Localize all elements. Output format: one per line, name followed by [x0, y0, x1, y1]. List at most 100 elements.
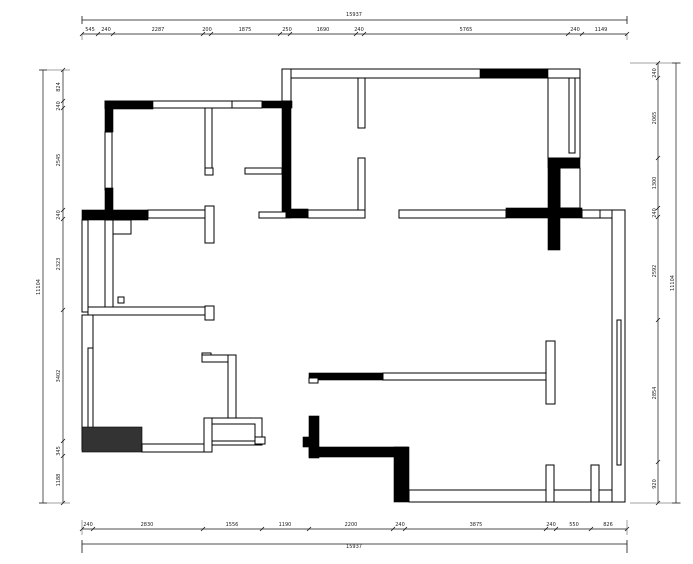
wall [141, 443, 213, 453]
dim-tick [60, 207, 66, 213]
wall-solid [81, 209, 149, 221]
extension-lines [40, 34, 681, 535]
right-total-label: 11104 [670, 275, 676, 291]
right-seg-label: 1300 [652, 177, 658, 190]
wall [599, 209, 613, 219]
left-total-label: 11104 [36, 279, 42, 295]
dim-tick [90, 526, 96, 532]
dim-tick [655, 214, 661, 220]
dim-tick [390, 526, 396, 532]
wall-solid [505, 207, 583, 219]
wall [382, 372, 547, 381]
wall [308, 377, 319, 384]
wall-solid [104, 187, 114, 213]
bottom-seg-label: 550 [569, 522, 579, 528]
dim-tick [655, 75, 661, 81]
wall [568, 77, 576, 154]
left-seg-label: 824 [56, 82, 62, 92]
bottom-seg-label: 3875 [470, 522, 483, 528]
dim-tick [277, 31, 283, 37]
wall [204, 205, 215, 244]
right-seg-label: 2854 [652, 387, 658, 400]
dim-tick [655, 205, 661, 211]
wall [258, 211, 287, 219]
left-dimension-chain: 11104 824 240 2545 240 2323 3402 345 118… [36, 67, 66, 506]
dim-tick [353, 31, 359, 37]
dim-tick [287, 31, 293, 37]
wall [590, 464, 600, 503]
wall [254, 436, 266, 445]
top-seg-label: 240 [101, 27, 111, 33]
wall [357, 157, 366, 211]
wall-solid [547, 157, 561, 251]
dim-tick [361, 31, 367, 37]
dim-tick [655, 317, 661, 323]
bottom-seg-label: 1190 [279, 522, 292, 528]
wall [87, 347, 94, 429]
top-seg-label: 240 [354, 27, 364, 33]
bottom-seg-label: 240 [83, 522, 93, 528]
left-seg-label: 345 [56, 446, 62, 456]
bottom-seg-label: 2200 [345, 522, 358, 528]
wall [408, 489, 547, 503]
wall [553, 489, 593, 503]
left-seg-label: 2545 [56, 154, 62, 167]
top-dimension-chain: 15937 545 240 2287 200 1875 250 1690 240… [79, 12, 630, 37]
bottom-seg-label: 826 [603, 522, 613, 528]
top-total-label: 15937 [346, 12, 362, 18]
wall-solid [285, 208, 309, 219]
dim-tick [60, 453, 66, 459]
dim-tick [565, 31, 571, 37]
dim-tick [60, 307, 66, 313]
wall-solid [308, 446, 409, 458]
right-seg-label: 240 [652, 208, 658, 218]
left-seg-label: 240 [56, 210, 62, 220]
wall [87, 306, 215, 316]
wall-solid [393, 446, 410, 503]
bottom-seg-label: 240 [546, 522, 556, 528]
wall [244, 167, 283, 175]
bottom-total-label: 15937 [346, 544, 362, 550]
top-seg-label: 1875 [239, 27, 252, 33]
left-seg-label: 240 [56, 101, 62, 111]
dim-tick [60, 438, 66, 444]
wall [204, 305, 215, 321]
wall [117, 296, 125, 304]
wall [398, 209, 507, 219]
wall [545, 464, 555, 503]
right-dimension-chain: 11104 240 2065 1300 240 2592 2854 920 [652, 60, 680, 506]
dim-tick [579, 31, 585, 37]
wall [112, 219, 132, 235]
top-seg-label: 2287 [152, 27, 165, 33]
wall [104, 131, 113, 191]
dim-tick [60, 105, 66, 111]
right-seg-label: 240 [652, 68, 658, 78]
wall [204, 167, 214, 176]
wall [357, 77, 366, 129]
wall [204, 107, 213, 176]
dim-tick [402, 526, 408, 532]
right-seg-label: 920 [652, 479, 658, 489]
dim-tick [655, 459, 661, 465]
left-seg-label: 2323 [56, 258, 62, 271]
wall [227, 354, 237, 419]
wall [545, 340, 556, 405]
dim-tick [60, 98, 66, 104]
walls [81, 68, 626, 503]
wall-solid [281, 100, 292, 219]
right-seg-label: 2592 [652, 265, 658, 278]
left-seg-label: 1188 [56, 474, 62, 487]
wall-solid [308, 372, 384, 381]
dim-tick [95, 31, 101, 37]
wall [203, 417, 213, 453]
right-seg-label: 2065 [652, 112, 658, 125]
wall-dark [81, 426, 143, 453]
top-seg-label: 1690 [317, 27, 330, 33]
wall-solid [308, 415, 320, 459]
bottom-seg-label: 2830 [141, 522, 154, 528]
top-seg-label: 200 [202, 27, 212, 33]
dim-tick [208, 31, 214, 37]
wall [231, 100, 263, 109]
